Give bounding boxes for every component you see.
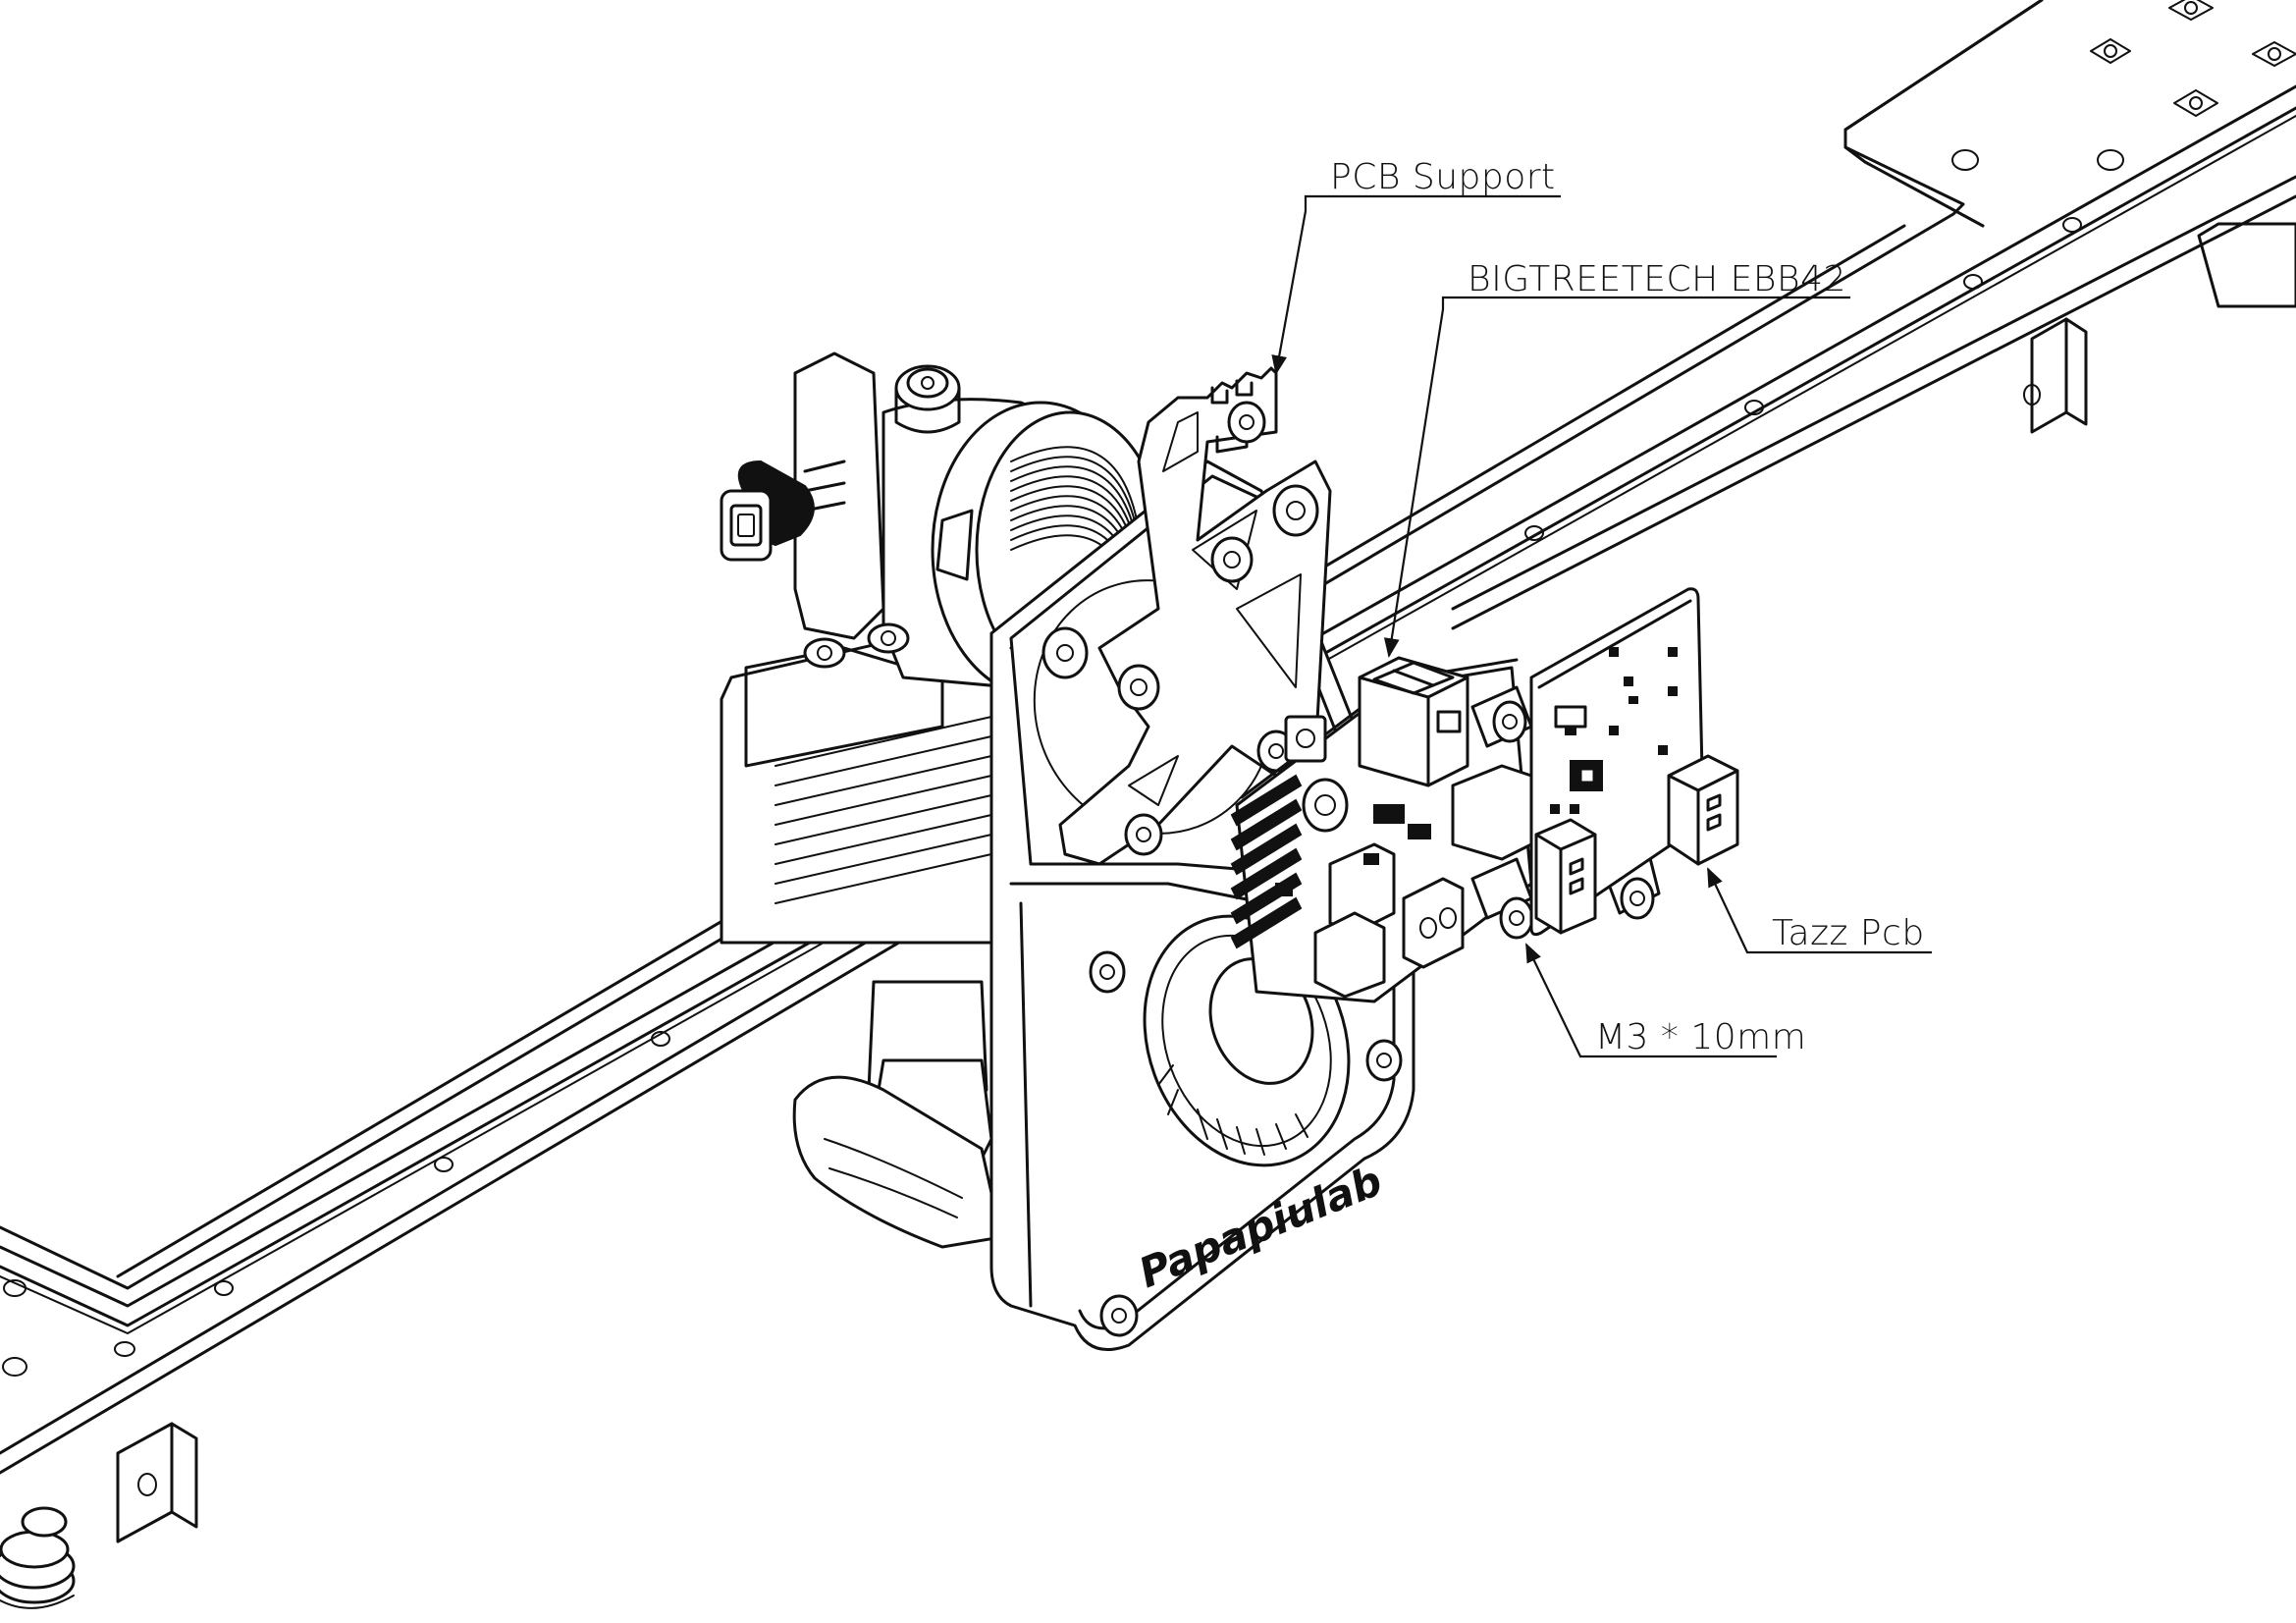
- tazz-pcb-board: [1529, 587, 1739, 937]
- label-screw: M3 * 10mm: [1595, 1017, 1806, 1057]
- hotend-assembly: [720, 636, 1003, 1249]
- callout-tazz-pcb: Tazz Pcb: [1707, 867, 1932, 954]
- carriage-screws: [2090, 0, 2296, 117]
- label-tazz-pcb: Tazz Pcb: [1772, 913, 1925, 953]
- label-ebb42: BIGTREETECH EBB42: [1468, 259, 1846, 299]
- callout-screw: M3 * 10mm: [1525, 943, 1806, 1058]
- callout-pcb-support: PCB Support: [1271, 157, 1561, 375]
- label-pcb-support: PCB Support: [1330, 157, 1556, 197]
- tension-knob: [720, 460, 846, 562]
- heatsink-fins: [774, 716, 992, 904]
- roller-wheel: [0, 1506, 76, 1609]
- fan-blades: [1157, 1064, 1308, 1156]
- rail-holes: [2, 149, 2124, 1377]
- ebb42-board: [1230, 656, 1533, 1003]
- callout-ebb42: BIGTREETECH EBB42: [1383, 259, 1850, 658]
